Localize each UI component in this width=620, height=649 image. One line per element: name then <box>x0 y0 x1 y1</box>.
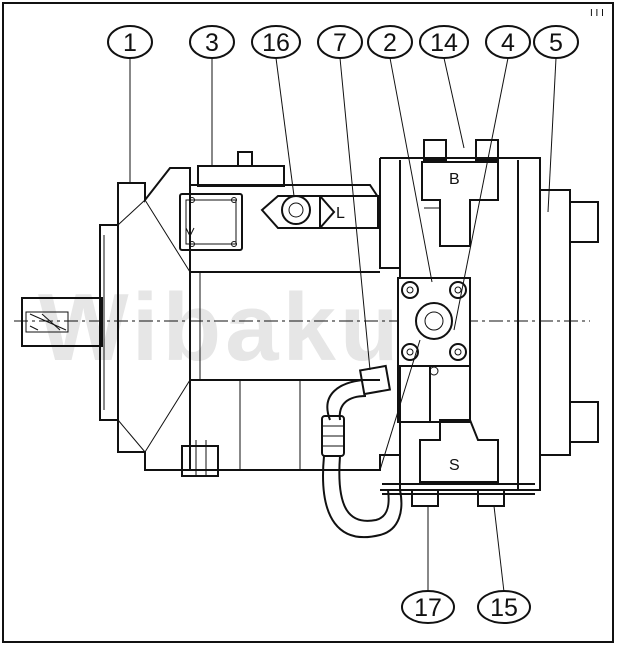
callout-1: 1 <box>107 25 153 59</box>
callout-7: 7 <box>317 25 363 59</box>
callout-2-label: 2 <box>383 29 397 57</box>
callout-1-label: 1 <box>123 29 137 57</box>
leader-lines <box>129 57 557 593</box>
callout-5-label: 5 <box>549 29 563 57</box>
callout-14-label: 14 <box>430 29 458 57</box>
corner-marks: I I I <box>590 8 604 19</box>
watermark: Wibaku <box>38 274 403 381</box>
callout-17: 17 <box>401 590 455 624</box>
drive-shaft <box>21 297 103 347</box>
callout-7-label: 7 <box>333 29 347 57</box>
callout-16-label: 16 <box>262 29 290 57</box>
callout-5: 5 <box>533 25 579 59</box>
callout-15-label: 15 <box>490 594 518 622</box>
port-b-label: B <box>449 171 460 188</box>
mounting-flange <box>99 167 191 471</box>
port-l-label: L <box>336 205 345 222</box>
callout-17-label: 17 <box>414 594 442 622</box>
callout-16: 16 <box>251 25 301 59</box>
pilot-hose <box>321 364 403 539</box>
drawing-frame <box>2 2 614 643</box>
callout-15: 15 <box>477 590 531 624</box>
port-s-label: S <box>449 457 460 474</box>
callout-3-label: 3 <box>205 29 219 57</box>
control-valve <box>379 277 471 471</box>
callout-4: 4 <box>485 25 531 59</box>
callout-2: 2 <box>367 25 413 59</box>
callout-14: 14 <box>419 25 469 59</box>
callout-4-label: 4 <box>501 29 515 57</box>
callout-3: 3 <box>189 25 235 59</box>
